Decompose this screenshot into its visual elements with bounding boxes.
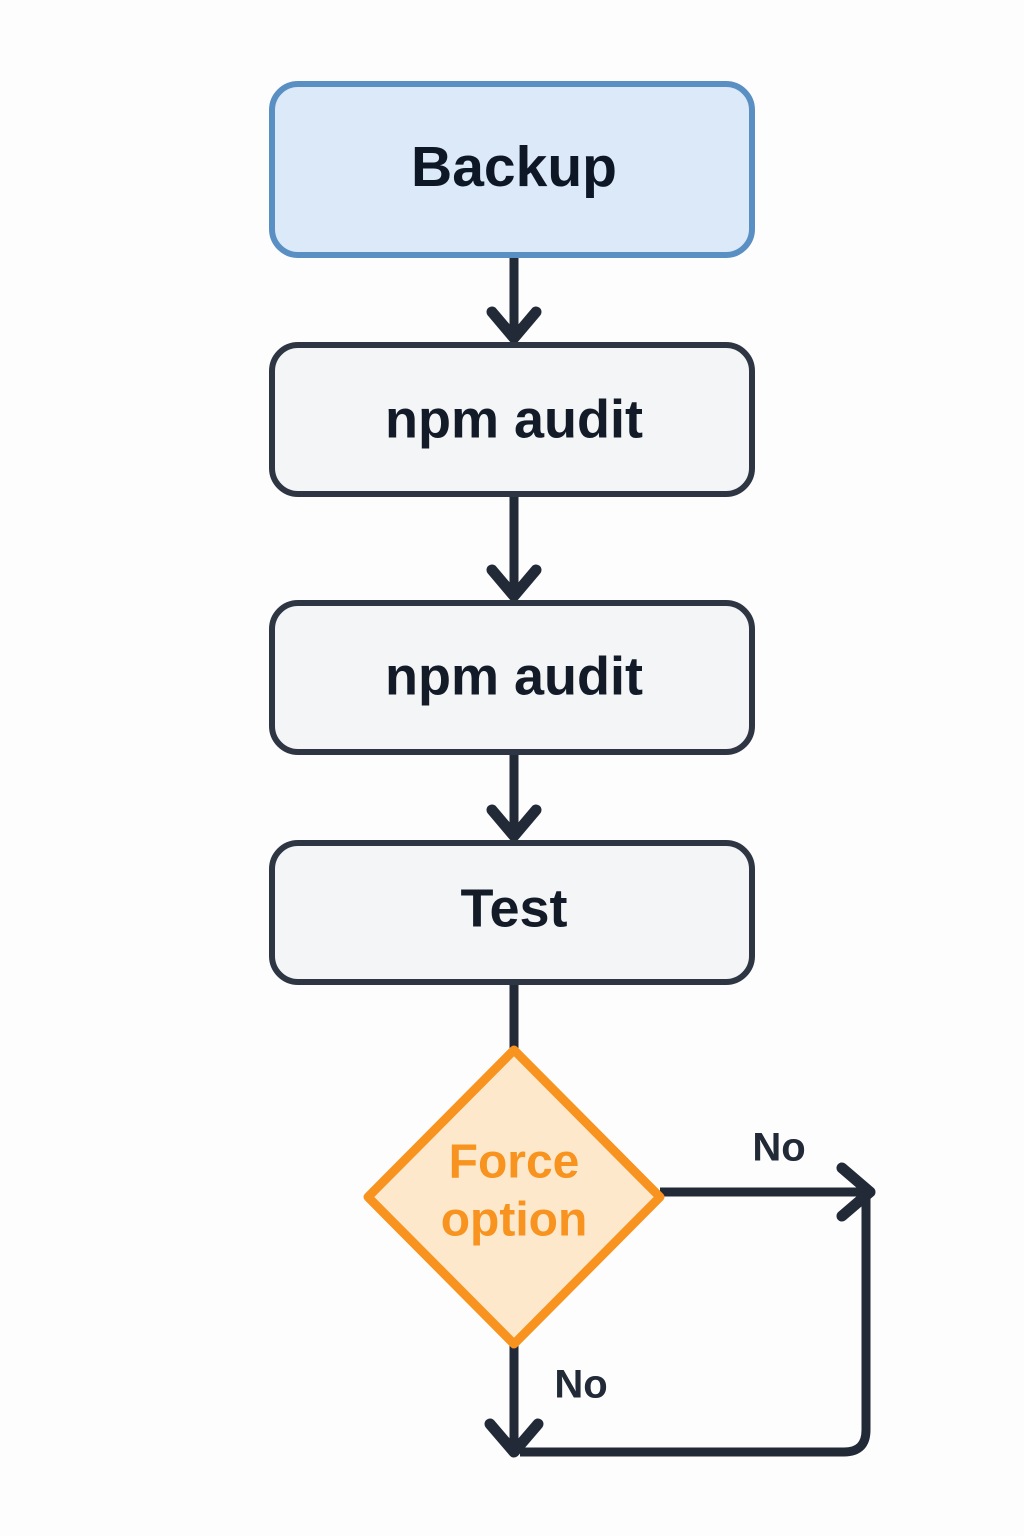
arrowhead-down-icon <box>486 804 542 842</box>
edge-force-option-no-bottom <box>484 1340 544 1458</box>
node-npm-audit-2[interactable]: npm audit <box>269 600 755 755</box>
node-backup-shape[interactable] <box>269 81 755 258</box>
edge-label-no-right: No <box>752 1126 805 1170</box>
node-test-label: Test <box>460 878 567 938</box>
node-backup[interactable]: Backup <box>269 81 755 258</box>
edge-force-option-no-right <box>520 1162 876 1457</box>
arrowhead-down-icon <box>486 306 542 344</box>
node-npm-audit-1-shape[interactable] <box>269 342 755 497</box>
node-force-option-label-line1: Force <box>449 1136 580 1189</box>
node-backup-label: Backup <box>411 135 617 199</box>
node-force-option-label-line2: option <box>441 1194 588 1247</box>
edge-backup-to-npm-audit-1 <box>486 253 542 344</box>
edge-npm-audit-2-to-test <box>486 750 542 842</box>
edge-npm-audit-1-to-npm-audit-2 <box>486 492 542 602</box>
arrowhead-down-icon <box>484 1418 544 1458</box>
node-npm-audit-2-label: npm audit <box>385 646 643 706</box>
node-force-option-shape[interactable] <box>363 1045 665 1349</box>
edge-label-no-bottom: No <box>554 1363 607 1407</box>
connector-layer <box>484 253 876 1458</box>
node-test[interactable]: Test <box>269 840 755 985</box>
node-npm-audit-2-shape[interactable] <box>269 600 755 755</box>
node-npm-audit-1-label: npm audit <box>385 389 643 449</box>
arrowhead-down-icon <box>486 564 542 602</box>
node-test-shape[interactable] <box>269 840 755 985</box>
edge-line-return <box>520 1192 871 1457</box>
node-force-option[interactable]: Force option <box>363 1045 665 1349</box>
node-npm-audit-1[interactable]: npm audit <box>269 342 755 497</box>
